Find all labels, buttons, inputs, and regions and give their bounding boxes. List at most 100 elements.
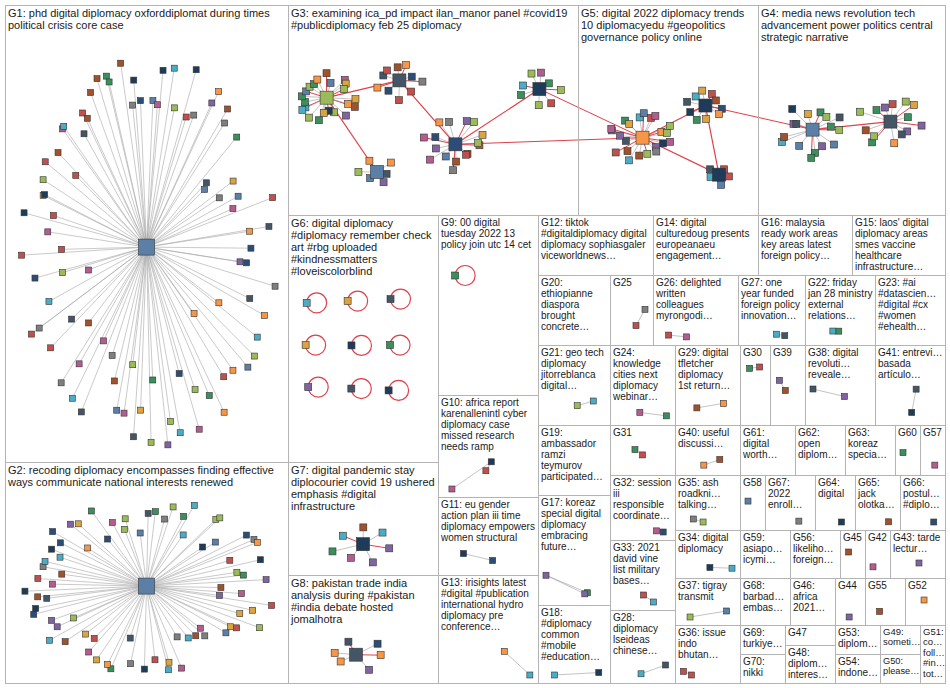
- network-edge: [147, 539, 254, 586]
- group-label: G16: malaysia ready work areas key areas…: [759, 216, 852, 262]
- vertex-icon: [137, 530, 143, 536]
- vertex-icon: [84, 115, 90, 121]
- group-panel: G44: [835, 578, 866, 626]
- group-panel: G56: likeliho… foreign…: [790, 530, 841, 579]
- vertex-icon: [121, 526, 127, 532]
- network-edge: [43, 567, 146, 586]
- vertex-icon: [641, 592, 647, 598]
- group-panel: G26: delighted written colleagues myrong…: [653, 275, 739, 346]
- network-edge: [104, 247, 147, 341]
- network-edge: [546, 575, 587, 592]
- network-edge: [36, 586, 147, 608]
- group-panel: G46: africa 2021…: [790, 578, 836, 626]
- vertex-icon: [846, 614, 852, 620]
- group-label: G65: jack olotka…: [856, 476, 900, 511]
- vertex-icon: [931, 519, 937, 525]
- group-label: G27: one year funded foreign policy inno…: [739, 276, 805, 322]
- vertex-icon: [355, 168, 362, 175]
- network-edge: [640, 412, 667, 415]
- vertex-icon: [644, 150, 651, 157]
- vertex-icon: [19, 252, 25, 258]
- network-edge: [147, 586, 272, 605]
- vertex-icon: [819, 143, 826, 150]
- vertex-icon: [449, 138, 462, 151]
- group-label: G6: digital diplomacy #diplomacy remembe…: [289, 216, 438, 278]
- group-label: G20: ethiopianne diaspora brought concre…: [539, 276, 610, 333]
- vertex-icon: [165, 442, 171, 448]
- vertex-icon: [796, 142, 803, 149]
- vertex-icon: [247, 296, 253, 302]
- group-label: G12: tiktok #digitaldiplomacy digital di…: [539, 216, 653, 262]
- vertex-icon: [918, 122, 925, 129]
- group-panel: G31: [610, 425, 676, 476]
- network-edge: [539, 89, 642, 138]
- network-edge: [70, 524, 146, 586]
- vertex-icon: [216, 592, 222, 598]
- network-edge: [53, 532, 147, 587]
- group-label: G41: entrevi… basada artículo…: [876, 346, 945, 381]
- vertex-icon: [59, 571, 65, 577]
- group-label: G1: phd digital diplomacy oxforddiplomat…: [6, 6, 288, 32]
- vertex-icon: [49, 617, 55, 623]
- vertex-icon: [757, 364, 763, 370]
- network-edge: [455, 138, 642, 145]
- vertex-icon: [248, 245, 254, 251]
- vertex-icon: [717, 457, 723, 463]
- vertex-icon: [137, 98, 143, 104]
- group-panel: G18: #diplomacy common #mobile #educatio…: [538, 605, 611, 684]
- network-edge: [114, 247, 146, 381]
- vertex-icon: [527, 672, 533, 678]
- group-label: G48: diplom… interes…: [786, 646, 835, 681]
- vertex-icon: [197, 625, 203, 631]
- vertex-icon: [680, 668, 686, 674]
- vertex-icon: [608, 125, 615, 132]
- group-panel: G66: postul… #diplo…: [900, 475, 946, 531]
- network-edge: [125, 519, 146, 586]
- vertex-icon: [475, 140, 482, 147]
- group-label: G52: [906, 579, 945, 592]
- vertex-icon: [913, 386, 919, 392]
- vertex-icon: [716, 111, 723, 118]
- group-panel: G63: koreaz specia…: [845, 425, 896, 476]
- vertex-icon: [383, 170, 390, 177]
- vertex-icon: [886, 519, 892, 525]
- vertex-icon: [225, 106, 231, 112]
- vertex-icon: [94, 76, 100, 82]
- group-label: G31: [611, 426, 675, 439]
- vertex-icon: [261, 313, 267, 319]
- vertex-icon: [420, 134, 427, 141]
- vertex-icon: [191, 112, 197, 118]
- vertex-icon: [167, 418, 173, 424]
- vertex-icon: [45, 229, 51, 235]
- vertex-icon: [640, 452, 646, 458]
- vertex-icon: [299, 106, 306, 113]
- vertex-icon: [624, 148, 631, 155]
- vertex-icon: [688, 672, 694, 678]
- vertex-icon: [35, 575, 41, 581]
- group-panel: G6: digital diplomacy #diplomacy remembe…: [288, 215, 439, 463]
- network-edge: [452, 462, 491, 489]
- network-edge: [45, 195, 147, 247]
- vertex-icon: [48, 345, 54, 351]
- vertex-icon: [387, 342, 394, 349]
- group-label: G61: digital worth…: [741, 426, 795, 461]
- vertex-icon: [86, 320, 92, 326]
- group-label: G14: digital culturedoug presents europe…: [654, 216, 758, 262]
- vertex-icon: [250, 607, 256, 613]
- vertex-icon: [916, 560, 922, 566]
- vertex-icon: [612, 149, 619, 156]
- network-edge: [399, 80, 455, 144]
- network-edge: [147, 183, 207, 247]
- vertex-icon: [528, 70, 535, 77]
- vertex-icon: [921, 597, 927, 603]
- vertex-icon: [251, 353, 257, 359]
- vertex-icon: [782, 387, 788, 393]
- vertex-icon: [193, 67, 199, 73]
- group-panel: G69: turkiye…: [740, 625, 786, 655]
- vertex-icon: [230, 178, 236, 184]
- group-label: G43: tarde lectur…: [891, 531, 945, 555]
- vertex-icon: [436, 119, 443, 126]
- vertex-icon: [240, 572, 246, 578]
- vertex-icon: [272, 283, 278, 289]
- network-edge: [147, 575, 244, 586]
